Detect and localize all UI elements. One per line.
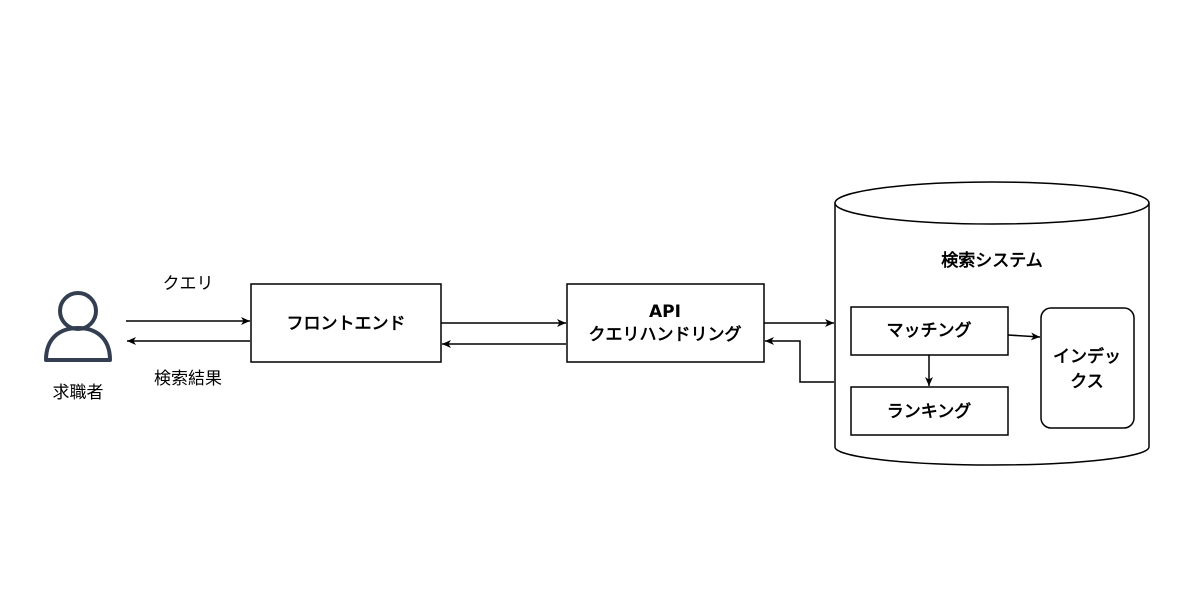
matching-to-index-arrow — [1007, 332, 1041, 341]
search-to-api-arrow — [765, 337, 834, 383]
index-box — [1040, 307, 1135, 429]
frontend-box — [250, 283, 442, 363]
frontend-label: フロントエンド — [287, 314, 406, 334]
results-label: 検索結果 — [154, 369, 222, 389]
actor-label: 求職者 — [53, 383, 104, 403]
api-label-line1: API — [649, 302, 681, 322]
api-box — [566, 283, 765, 363]
matching-box — [850, 306, 1009, 356]
ranking-box — [850, 386, 1009, 436]
api-label-line2: クエリハンドリング — [589, 324, 742, 345]
user-icon — [44, 291, 112, 362]
index-label-line1: インデッ — [1053, 346, 1121, 367]
query-label: クエリ — [163, 274, 214, 294]
matching-label: マッチング — [887, 320, 972, 341]
index-label-line2: クス — [1070, 372, 1104, 392]
search-system-label: 検索システム — [941, 250, 1043, 271]
ranking-label: ランキング — [887, 401, 972, 422]
